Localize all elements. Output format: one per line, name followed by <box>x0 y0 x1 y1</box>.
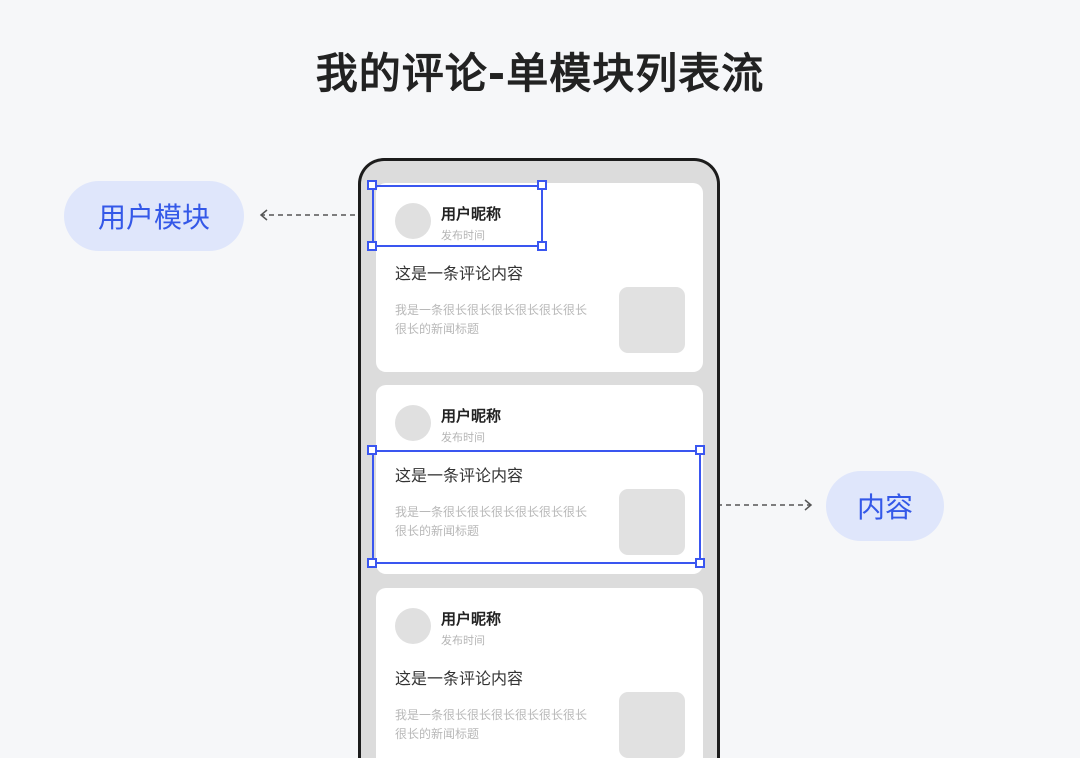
arrow-to-user-module <box>259 209 364 221</box>
comment-text: 这是一条评论内容 <box>395 466 524 485</box>
resize-handle[interactable] <box>367 558 377 568</box>
user-nickname: 用户昵称 <box>441 610 502 628</box>
resize-handle[interactable] <box>367 241 377 251</box>
phone-frame: 用户昵称 发布时间 这是一条评论内容 我是一条很长很长很长很长很长很长很长的新闻… <box>358 158 720 758</box>
user-nickname: 用户昵称 <box>441 205 502 223</box>
news-title: 我是一条很长很长很长很长很长很长很长的新闻标题 <box>395 303 588 336</box>
avatar <box>395 608 431 644</box>
arrow-to-content <box>708 499 813 511</box>
news-thumbnail <box>619 692 685 758</box>
content-selection <box>372 450 701 564</box>
resize-handle[interactable] <box>367 180 377 190</box>
resize-handle[interactable] <box>695 558 705 568</box>
comment-card[interactable]: 用户昵称 发布时间 这是一条评论内容 我是一条很长很长很长很长很长很长很长的新闻… <box>376 385 703 574</box>
resize-handle[interactable] <box>537 180 547 190</box>
resize-handle[interactable] <box>367 445 377 455</box>
publish-time: 发布时间 <box>441 431 485 444</box>
label-user-module: 用户模块 <box>64 181 244 251</box>
news-title: 我是一条很长很长很长很长很长很长很长的新闻标题 <box>395 505 588 538</box>
avatar <box>395 203 431 239</box>
news-thumbnail <box>619 489 685 555</box>
news-thumbnail <box>619 287 685 353</box>
publish-time: 发布时间 <box>441 634 485 647</box>
avatar <box>395 405 431 441</box>
resize-handle[interactable] <box>537 241 547 251</box>
user-nickname: 用户昵称 <box>441 407 502 425</box>
comment-text: 这是一条评论内容 <box>395 264 524 283</box>
comment-card[interactable]: 用户昵称 发布时间 这是一条评论内容 我是一条很长很长很长很长很长很长很长的新闻… <box>376 183 703 372</box>
resize-handle[interactable] <box>695 445 705 455</box>
comment-text: 这是一条评论内容 <box>395 669 524 688</box>
label-content: 内容 <box>826 471 944 541</box>
publish-time: 发布时间 <box>441 229 485 242</box>
page-title: 我的评论-单模块列表流 <box>315 49 765 98</box>
connector-arrows <box>259 209 813 511</box>
user-module-selection <box>372 185 543 247</box>
news-title: 我是一条很长很长很长很长很长很长很长的新闻标题 <box>395 708 588 741</box>
comment-card[interactable]: 用户昵称 发布时间 这是一条评论内容 我是一条很长很长很长很长很长很长很长的新闻… <box>376 588 703 758</box>
